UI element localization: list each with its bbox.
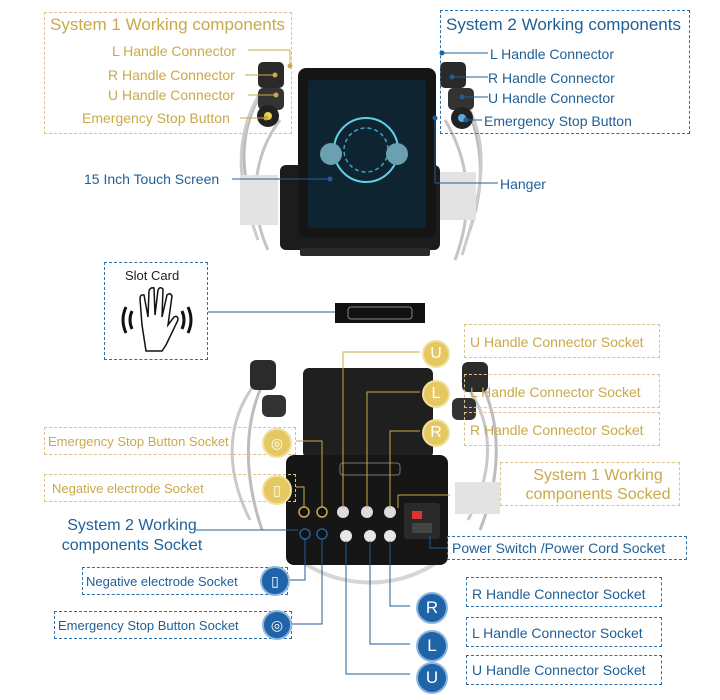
- r-socket-box-top: [464, 412, 660, 446]
- u-socket-box-bottom: [466, 655, 662, 685]
- estop-socket-label-blue: Emergency Stop Button Socket: [58, 618, 239, 633]
- estop-socket-box-gold: [44, 427, 296, 455]
- u-socket-badge-bottom: U: [416, 662, 448, 694]
- u-socket-label-bottom: U Handle Connector Socket: [472, 662, 646, 678]
- system2-item-estop: Emergency Stop Button: [484, 113, 632, 129]
- r-socket-badge-top: R: [422, 419, 450, 447]
- system1-item-u: U Handle Connector: [108, 87, 235, 103]
- neg-socket-badge-gold: ▯: [262, 475, 292, 505]
- r-socket-label-top: R Handle Connector Socket: [470, 422, 644, 438]
- system1-item-estop: Emergency Stop Button: [82, 110, 230, 126]
- system2-item-l: L Handle Connector: [490, 46, 615, 62]
- system1-socked-box: [500, 462, 680, 506]
- hand-wave-icon: [121, 286, 193, 352]
- system1-item-r: R Handle Connector: [108, 67, 235, 83]
- system2-item-r: R Handle Connector: [488, 70, 615, 86]
- l-socket-box-bottom: [466, 617, 662, 647]
- system1-box: [44, 12, 292, 134]
- system2-title: System 2 Working components: [446, 15, 681, 34]
- hanger-label: Hanger: [500, 176, 546, 192]
- system2-socket-label: System 2 Working components Socket: [52, 516, 212, 556]
- slot-card-title: Slot Card: [125, 268, 180, 283]
- l-socket-label-bottom: L Handle Connector Socket: [472, 625, 643, 641]
- neg-socket-label-blue: Negative electrode Socket: [86, 574, 238, 589]
- l-socket-box-top: [464, 374, 660, 408]
- system1-socked-label: System 1 Working components Socked: [514, 466, 682, 504]
- l-socket-label-top: L Handle Connector Socket: [470, 384, 641, 400]
- slot-card-box: [104, 262, 208, 360]
- estop-socket-badge-gold: ◎: [262, 428, 292, 458]
- power-switch-label: Power Switch /Power Cord Socket: [452, 540, 666, 556]
- l-socket-badge-top: L: [422, 380, 450, 408]
- system1-item-l: L Handle Connector: [112, 43, 237, 59]
- l-socket-badge-bottom: L: [416, 630, 448, 662]
- system2-item-u: U Handle Connector: [488, 90, 615, 106]
- u-socket-label-top: U Handle Connector Socket: [470, 334, 644, 350]
- estop-socket-badge-blue: ◎: [262, 610, 292, 640]
- r-socket-label-bottom: R Handle Connector Socket: [472, 586, 646, 602]
- u-socket-box-top: [464, 324, 660, 358]
- system2-socket-text: System 2 Working components Socket: [61, 517, 203, 554]
- neg-socket-box-gold: [44, 474, 296, 502]
- neg-socket-label-gold: Negative electrode Socket: [52, 481, 204, 496]
- system1-title: System 1 Working components: [50, 15, 285, 34]
- r-socket-box-bottom: [466, 577, 662, 607]
- touch-screen-label: 15 Inch Touch Screen: [84, 171, 220, 187]
- u-socket-badge-top: U: [422, 340, 450, 368]
- system2-box: [440, 10, 690, 134]
- estop-socket-label-gold: Emergency Stop Button Socket: [48, 434, 229, 449]
- r-socket-badge-bottom: R: [416, 592, 448, 624]
- neg-socket-badge-blue: ▯: [260, 566, 290, 596]
- power-switch-box: [447, 536, 687, 560]
- system1-socked-text: System 1 Working components Socked: [525, 467, 671, 503]
